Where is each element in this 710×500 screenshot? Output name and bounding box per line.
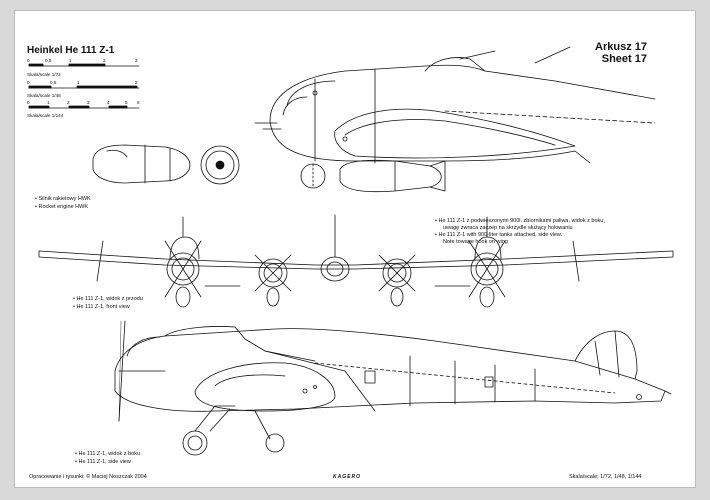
scale-tick: 3 xyxy=(135,58,138,63)
scale-tick: 1 xyxy=(47,100,50,105)
side-view-drawing xyxy=(114,320,672,456)
drawing-sheet: Heinkel He 111 Z-1 Arkusz 17 Sheet 17 0 … xyxy=(14,10,696,488)
scale-tick: 4 xyxy=(107,100,110,105)
technical-drawing xyxy=(28,46,674,456)
scale-tick: 1 xyxy=(69,58,72,63)
label-rocket-engine-pl: Silnik rakietowy HWK xyxy=(35,196,90,202)
label-tanks-pl-2: uwagę zwraca zaczep na skrzydle służący … xyxy=(443,225,573,231)
label-tanks-en-2: Note towage hook on wing xyxy=(443,239,508,245)
label-tanks-pl: He 111 Z-1 z podwieszonymi 900l. zbiorni… xyxy=(435,218,604,224)
footer-author: Opracowanie i rysunki: © Maciej Noszczak… xyxy=(29,474,147,480)
scale-label: Skala/scale 1/72 xyxy=(27,72,61,77)
drawing-title: Heinkel He 111 Z-1 xyxy=(27,45,115,56)
scale-tick: 1 xyxy=(77,80,80,85)
scale-tick: 6 xyxy=(137,100,140,105)
label-side-view-en: He 111 Z-1, side view xyxy=(75,459,130,465)
label-front-view-en: He 111 Z-1, front view xyxy=(73,304,129,310)
label-front-view-pl: He 111 Z-1, widok z przodu xyxy=(73,296,142,302)
scale-tick: 2 xyxy=(103,58,106,63)
label-rocket-engine-en: Rocket engine HWK xyxy=(35,204,88,210)
scale-tick: 0,5 xyxy=(45,58,52,63)
label-side-view-pl: He 111 Z-1, widok z boku xyxy=(75,451,140,457)
scale-label: Skala/scale 1/48 xyxy=(27,93,61,98)
kagero-logo: KAGERO xyxy=(333,474,361,480)
scale-tick: 2 xyxy=(135,80,138,85)
scale-tick: 0 xyxy=(27,58,30,63)
scale-tick: 0,5 xyxy=(50,80,57,85)
scale-tick: 5 xyxy=(125,100,128,105)
scale-tick: 0 xyxy=(27,80,30,85)
sheet-number-en: Sheet 17 xyxy=(601,53,647,65)
scale-bar-graphics xyxy=(28,63,140,109)
sheet-number-pl: Arkusz 17 xyxy=(595,41,647,53)
scale-label: Skala/scale 1/144 xyxy=(27,113,64,118)
footer-scale-note: Skala/scale: 1/72, 1/48, 1/144 xyxy=(569,474,642,480)
rocket-engine-drawing xyxy=(92,144,240,185)
scale-tick: 0 xyxy=(27,100,30,105)
nose-detail-drawing xyxy=(254,46,656,193)
front-view-drawing xyxy=(38,214,674,308)
label-tanks-en: He 111 Z-1 with 900-liter tanks attached… xyxy=(435,232,562,238)
scale-tick: 3 xyxy=(87,100,90,105)
scale-tick: 2 xyxy=(67,100,70,105)
